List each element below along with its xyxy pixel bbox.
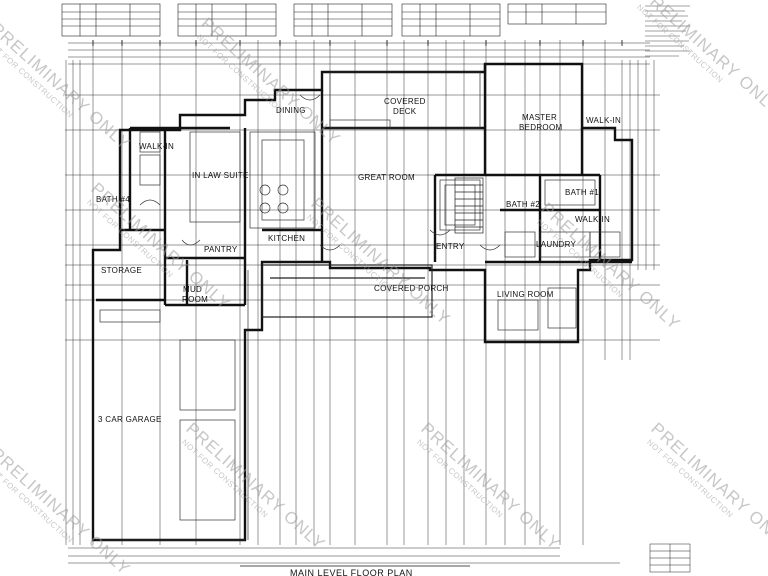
room-label-bath-1: BATH #1 (565, 188, 599, 197)
general-notes (645, 5, 690, 57)
room-label-bath-4: BATH #4 (96, 195, 130, 204)
plan-title: MAIN LEVEL FLOOR PLAN (290, 568, 413, 576)
room-label-storage: STORAGE (101, 266, 142, 275)
room-label-great-room: GREAT ROOM (358, 173, 415, 182)
room-label-in-law-suite: IN LAW SUITE (192, 171, 249, 180)
room-label-covered: COVERED (384, 97, 426, 106)
room-label-bath-2: BATH #2 (506, 200, 540, 209)
dimension-ticks (92, 40, 623, 46)
room-label-mud: MUD (183, 285, 202, 294)
room-label-walk-in-master: WALK-IN (586, 116, 621, 125)
room-label-kitchen: KITCHEN (268, 234, 305, 243)
room-label-entry: ENTRY (436, 242, 465, 251)
room-label-pantry: PANTRY (204, 245, 238, 254)
room-label-walk-in-left: WALK-IN (139, 142, 174, 151)
room-label-walk-in-2: WALK-IN (575, 215, 610, 224)
covered-porch-outline (261, 264, 433, 318)
room-label-laundry: LAUNDRY (536, 240, 577, 249)
scale-table (649, 543, 691, 573)
room-label-master: MASTER (522, 113, 557, 122)
room-label-deck: DECK (393, 107, 417, 116)
opening-schedule-tables (61, 3, 607, 37)
room-label-bedroom: BEDROOM (519, 123, 562, 132)
room-labels: DINING COVERED DECK MASTER BEDROOM WALK-… (96, 97, 621, 424)
stair (454, 177, 484, 234)
title-block: MAIN LEVEL FLOOR PLAN (240, 565, 470, 576)
dimension-lines (65, 40, 660, 564)
room-label-dining: DINING (276, 106, 306, 115)
room-label-living-room: LIVING ROOM (497, 290, 554, 299)
room-label-covered-porch: COVERED PORCH (374, 284, 449, 293)
room-label-mud-room: ROOM (182, 295, 208, 304)
building-walls (91, 62, 634, 542)
room-label-garage: 3 CAR GARAGE (98, 415, 162, 424)
